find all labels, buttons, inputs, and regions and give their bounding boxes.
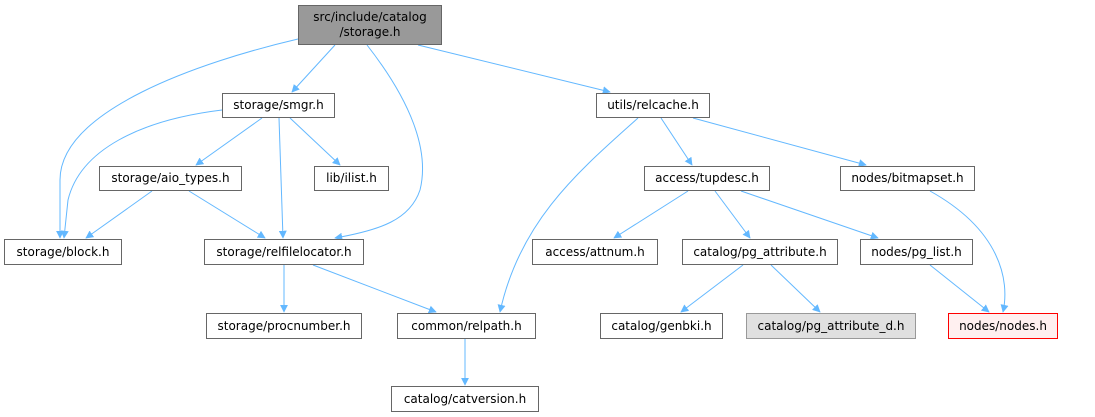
node-aio-types[interactable]: storage/aio_types.h xyxy=(99,166,242,191)
edge-relcache-tupdesc xyxy=(660,117,693,166)
edge-smgr-block xyxy=(60,109,223,239)
node-bitmapset[interactable]: nodes/bitmapset.h xyxy=(840,166,975,191)
edge-pgattr-pgattrd xyxy=(770,264,821,313)
edge-relfile-relpath xyxy=(312,264,437,314)
edge-tupdesc-attnum xyxy=(613,190,689,239)
node-smgr[interactable]: storage/smgr.h xyxy=(222,93,335,118)
edge-pglist-nodes xyxy=(929,264,990,313)
edge-tupdesc-pglist xyxy=(740,190,879,240)
node-nodes[interactable]: nodes/nodes.h xyxy=(948,313,1058,339)
node-pg-list[interactable]: nodes/pg_list.h xyxy=(860,239,973,265)
edge-aio-block xyxy=(85,190,153,239)
edge-smgr-ilist xyxy=(289,117,341,166)
node-root-storage-h[interactable]: src/include/catalog /storage.h xyxy=(298,5,442,45)
node-relcache[interactable]: utils/relcache.h xyxy=(596,93,710,118)
root-label-line2: /storage.h xyxy=(339,25,401,39)
edge-relcache-relpath xyxy=(497,117,639,313)
root-label-line1: src/include/catalog xyxy=(313,10,427,24)
node-tupdesc[interactable]: access/tupdesc.h xyxy=(644,166,770,191)
edge-relcache-bitmapset xyxy=(692,117,867,167)
edge-smgr-aio xyxy=(195,117,263,166)
node-block[interactable]: storage/block.h xyxy=(4,239,122,265)
edge-root-block xyxy=(56,38,299,239)
edge-root-relcache xyxy=(417,44,611,95)
edge-bitmapset-nodes xyxy=(929,190,1009,313)
node-ilist[interactable]: lib/ilist.h xyxy=(314,166,389,191)
edge-aio-relfilelocator xyxy=(188,190,266,239)
node-attnum[interactable]: access/attnum.h xyxy=(532,239,658,265)
node-pg-attribute-d: catalog/pg_attribute_d.h xyxy=(746,313,916,339)
node-procnumber[interactable]: storage/procnumber.h xyxy=(206,313,362,339)
node-pg-attribute[interactable]: catalog/pg_attribute.h xyxy=(682,239,838,265)
edge-root-smgr xyxy=(291,44,336,93)
edge-pgattr-genbki xyxy=(680,264,744,313)
edge-smgr-relfilelocator xyxy=(278,117,287,239)
edge-root-relfilelocator xyxy=(334,44,424,241)
node-genbki[interactable]: catalog/genbki.h xyxy=(600,313,723,339)
node-relfilelocator[interactable]: storage/relfilelocator.h xyxy=(204,239,364,265)
node-relpath[interactable]: common/relpath.h xyxy=(397,313,536,339)
edge-tupdesc-pgattr xyxy=(714,190,751,239)
node-catversion[interactable]: catalog/catversion.h xyxy=(391,386,539,412)
